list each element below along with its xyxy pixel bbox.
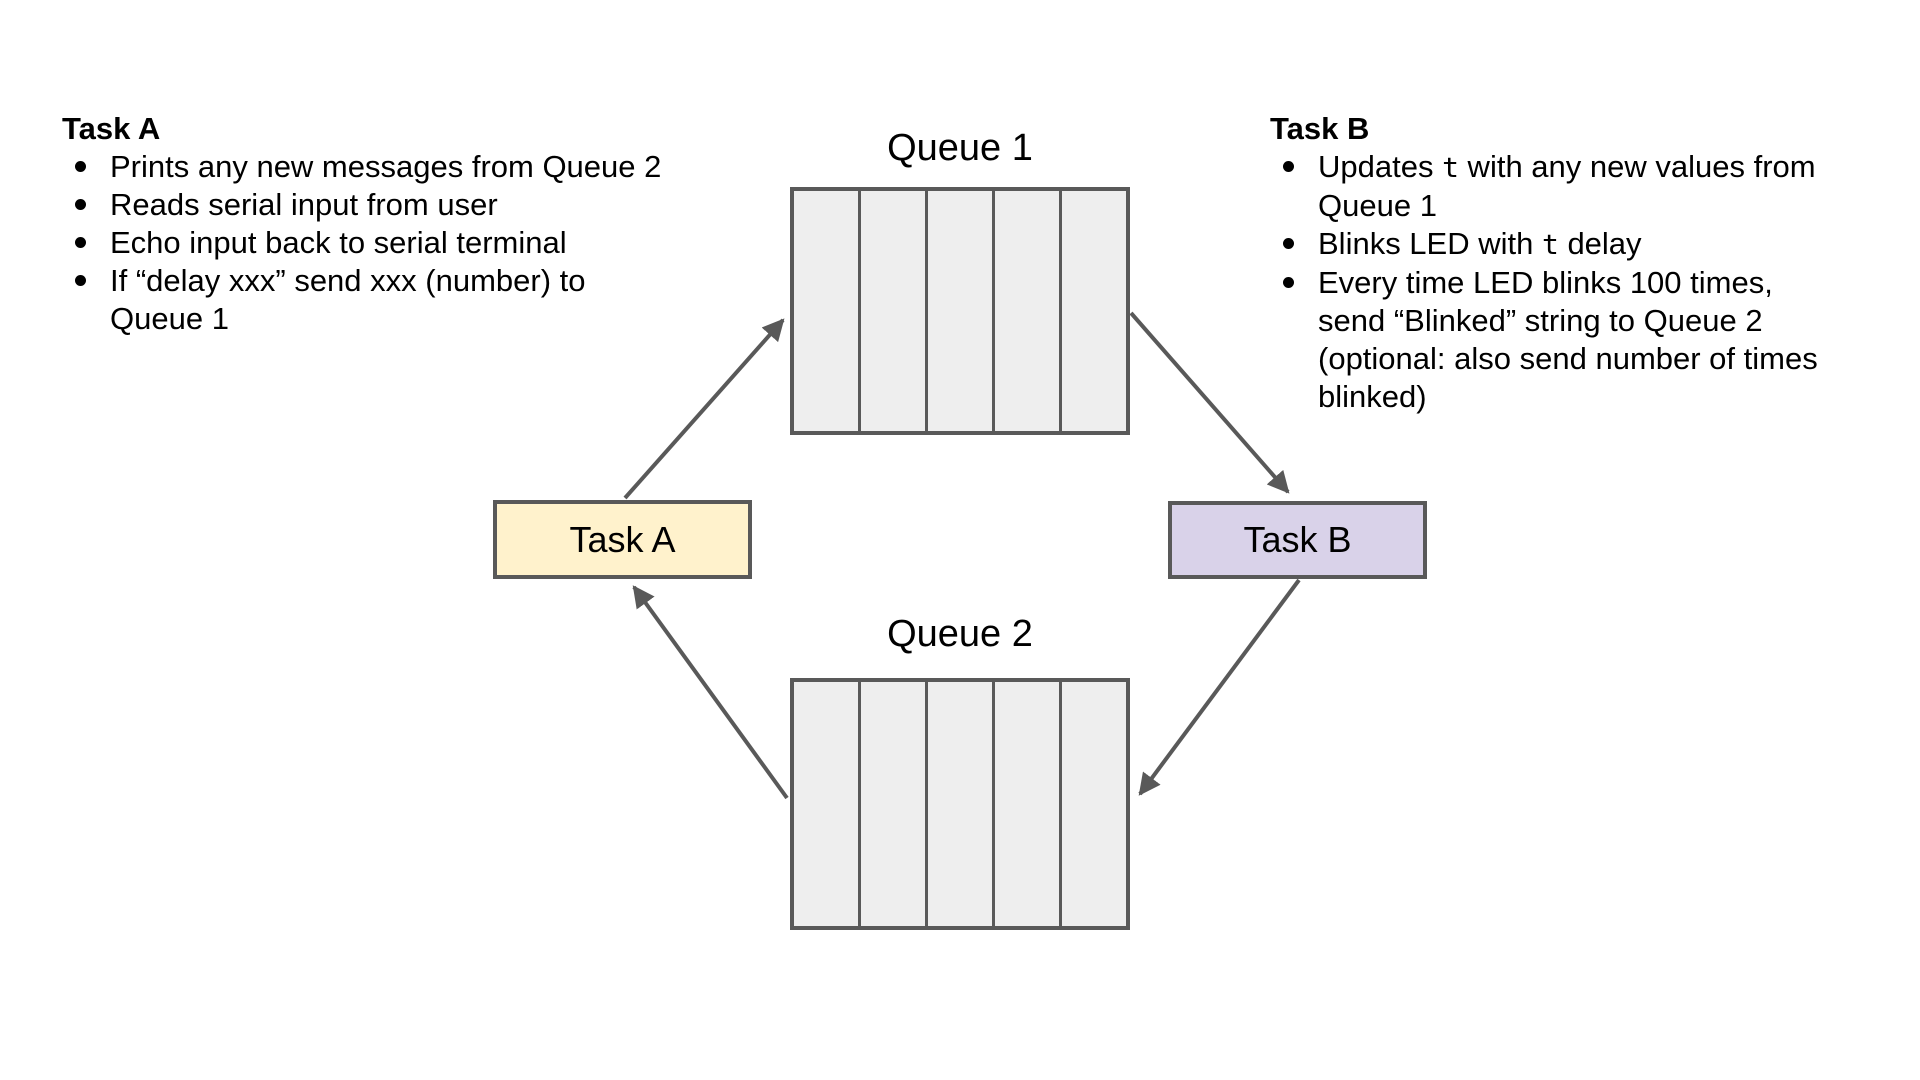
- queue-slot: [858, 191, 925, 431]
- bullet-item: Blinks LED with t delay: [1270, 225, 1838, 264]
- bullet-text: with any new values from Queue 1: [1318, 149, 1816, 223]
- bullet-text: Blinks LED with: [1318, 226, 1542, 261]
- queue-slot: [925, 191, 992, 431]
- task-b-node-label: Task B: [1243, 519, 1352, 560]
- bullet-text: Every time LED blinks 100 times, send “B…: [1318, 265, 1818, 414]
- queue-slot: [1059, 191, 1126, 431]
- bullet-text: delay: [1558, 226, 1642, 261]
- task-a-node-label: Task A: [569, 518, 676, 560]
- task-b-notes-heading: Task B: [1270, 111, 1370, 146]
- bullet-text: Updates: [1318, 149, 1443, 184]
- task-a-bullet-list: Prints any new messages from Queue 2 Rea…: [62, 148, 662, 338]
- queue-2-label: Queue 2: [887, 613, 1033, 655]
- bullet-text: Reads serial input from user: [110, 187, 498, 222]
- bullet-text: Prints any new messages from Queue 2: [110, 149, 662, 184]
- queue-slot: [992, 682, 1059, 926]
- bullet-item: If “delay xxx” send xxx (number) to Queu…: [62, 262, 662, 338]
- bullet-item: Updates t with any new values from Queue…: [1270, 148, 1838, 225]
- task-b-bullet-list: Updates t with any new values from Queue…: [1270, 148, 1838, 416]
- inline-code-t: t: [1541, 228, 1559, 261]
- bullet-item: Reads serial input from user: [62, 186, 662, 224]
- arrow-task-b-to-queue-2: [1138, 578, 1301, 796]
- bullet-text: If “delay xxx” send xxx (number) to Queu…: [110, 263, 586, 336]
- arrow-queue-1-to-task-b: [1129, 311, 1290, 494]
- bullet-item: Echo input back to serial terminal: [62, 224, 662, 262]
- bullet-text: Echo input back to serial terminal: [110, 225, 567, 260]
- bullet-item: Every time LED blinks 100 times, send “B…: [1270, 264, 1838, 416]
- queue-1-label: Queue 1: [887, 127, 1033, 169]
- arrow-task-a-to-queue-1: [623, 318, 785, 500]
- queue-slot: [794, 191, 858, 431]
- queue-slot: [1059, 682, 1126, 926]
- queue-slot: [992, 191, 1059, 431]
- queue-2-box: [790, 678, 1130, 930]
- arrow-queue-2-to-task-a: [632, 585, 789, 800]
- task-b-node: Task B: [1168, 501, 1427, 579]
- task-b-notes: Task B Updates t with any new values fro…: [1270, 110, 1838, 416]
- task-a-node: Task A: [493, 500, 752, 579]
- task-a-notes-heading: Task A: [62, 111, 161, 146]
- bullet-item: Prints any new messages from Queue 2: [62, 148, 662, 186]
- inline-code-t: t: [1442, 151, 1459, 184]
- task-a-notes: Task A Prints any new messages from Queu…: [62, 110, 662, 338]
- queue-slot: [794, 682, 858, 926]
- queue-1-box: [790, 187, 1130, 435]
- queue-slot: [925, 682, 992, 926]
- queue-slot: [858, 682, 925, 926]
